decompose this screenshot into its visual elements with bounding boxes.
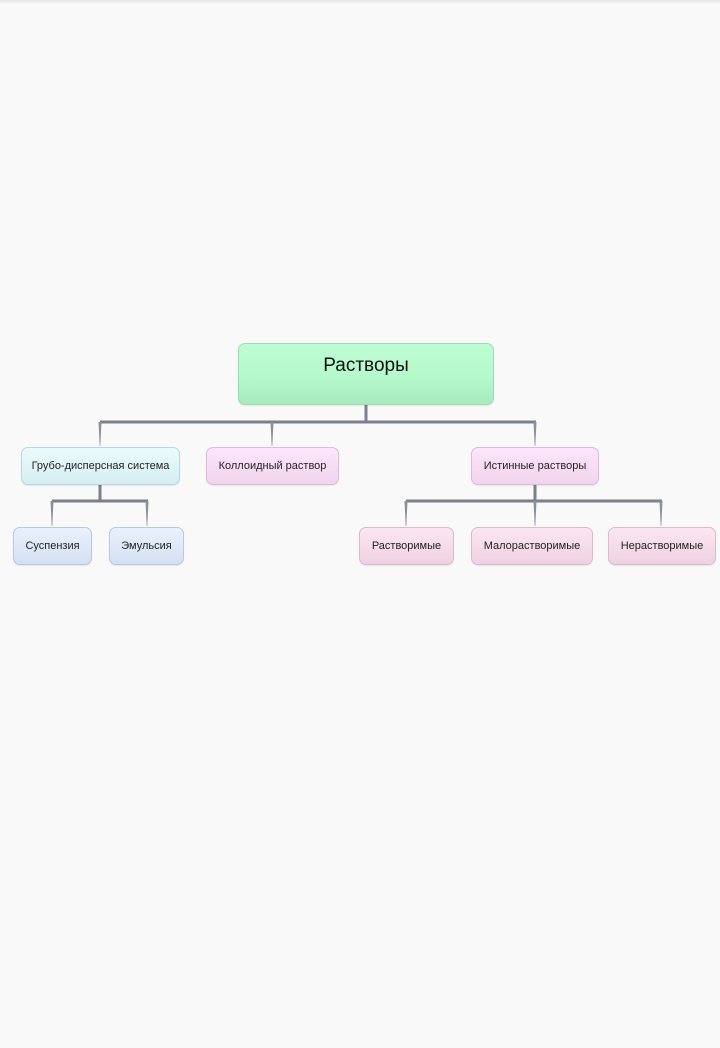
node-label: Суспензия [25,540,80,552]
node-root[interactable]: Растворы [238,343,494,405]
connector-drop [50,501,54,526]
node-coarse-dispersed[interactable]: Грубо-дисперсная система [21,447,180,485]
node-slightly-soluble[interactable]: Малорастворимые [471,527,593,565]
node-label: Истинные растворы [483,460,587,472]
node-label: Эмульсия [121,540,172,552]
connector-drop [533,422,537,446]
node-label: Нерастворимые [620,540,704,552]
node-label: Коллоидный раствор [218,460,327,472]
connector-drop [533,501,537,526]
connector-drop [270,422,274,446]
node-emulsion[interactable]: Эмульсия [109,527,184,565]
node-soluble[interactable]: Растворимые [359,527,454,565]
node-suspension[interactable]: Суспензия [13,527,92,565]
node-insoluble[interactable]: Нерастворимые [608,527,716,565]
node-label: Грубо-дисперсная система [31,460,170,472]
top-shadow [0,0,720,4]
connector-drop [659,501,663,526]
node-label: Растворимые [371,540,442,552]
node-label: Малорастворимые [483,540,581,552]
node-colloidal[interactable]: Коллоидный раствор [206,447,339,485]
connector-drop [98,422,102,446]
node-label: Растворы [323,355,409,376]
connector-drop [145,501,149,526]
node-true-solutions[interactable]: Истинные растворы [471,447,599,485]
connector-drop [404,501,408,526]
